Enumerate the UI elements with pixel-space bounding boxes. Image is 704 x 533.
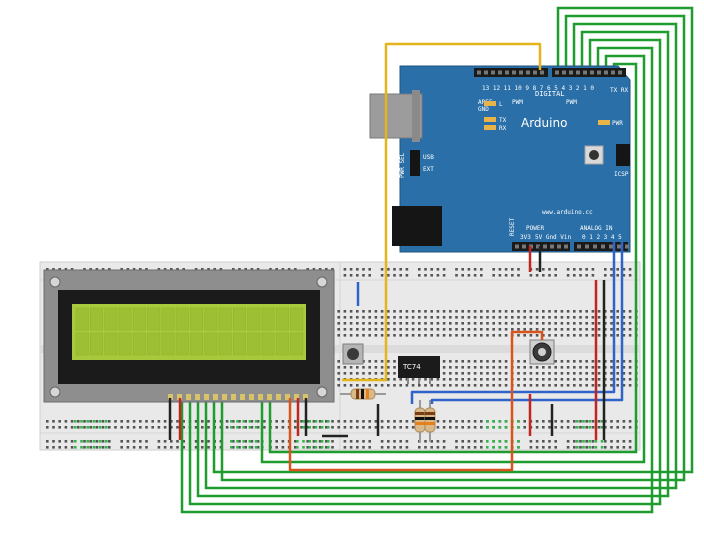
pwr-sel-label: PWR SEL [399, 152, 406, 178]
wire-blue-a5 [430, 242, 624, 404]
usb-label: USB [423, 154, 434, 161]
tc74-body [398, 356, 440, 378]
digital-header-low [552, 68, 626, 77]
arduino-url: www.arduino.cc [542, 209, 593, 216]
resistor-vertical-2 [424, 400, 436, 442]
green-wires [180, 6, 694, 514]
lcd-module [43, 269, 335, 403]
wire-green-rs [260, 54, 646, 464]
power-label: POWER [526, 225, 544, 232]
l-label: L [499, 101, 503, 108]
wire-yellow [342, 42, 542, 382]
power-pin-labels: 5V Gnd Vin [535, 234, 572, 241]
wire-green-e [268, 62, 638, 454]
txrx-pins: TX RX [610, 87, 628, 94]
ext-label: EXT [423, 166, 434, 173]
icsp-header [616, 144, 630, 166]
wire-orange-pot [288, 330, 544, 472]
analog-label: ANALOG IN [580, 225, 613, 232]
wire-green-d4 [204, 22, 678, 490]
icsp-label: ICSP [614, 171, 629, 178]
tx-label: TX [499, 117, 507, 124]
wire-green-d5 [196, 30, 670, 498]
wire-green-d12 [180, 46, 654, 514]
reset-label: RESET [509, 218, 516, 236]
push-button-cap [347, 348, 359, 360]
lcd-pin-header [168, 394, 308, 400]
tc74-sensor: TC74 [398, 356, 440, 384]
lcd-character-grid [75, 307, 304, 356]
wire-green-d2 [212, 6, 694, 474]
pwr-label: PWR [612, 120, 623, 127]
arduino-board: DIGITAL 13 12 11 10 9 8 7 6 5 4 3 2 1 0 … [369, 65, 631, 253]
v33-label: 3V3 [520, 234, 531, 241]
pwr-sel-jumper[interactable] [410, 150, 420, 176]
tc74-label: TC74 [402, 363, 421, 371]
pwm-label-2: PWM [566, 99, 577, 106]
rx-label: RX [499, 125, 507, 132]
resistor-horizontal [340, 388, 386, 400]
potentiometer[interactable] [529, 339, 555, 365]
reset-button-cap [589, 150, 599, 160]
wire-green-d3 [220, 14, 686, 482]
pwm-label-1: PWM [512, 99, 523, 106]
arduino-brand: Arduino [521, 116, 567, 130]
tx-led [484, 117, 496, 122]
digital-label: DIGITAL [535, 90, 565, 98]
power-jack [392, 206, 442, 246]
wire-green-d11 [188, 38, 662, 506]
digital-pin-numbers: 13 12 11 10 9 8 7 6 5 4 3 2 1 0 [482, 85, 594, 92]
digital-header-high [474, 68, 548, 77]
push-button[interactable] [342, 343, 364, 365]
breadboard-center-channel [40, 345, 640, 353]
gnd-label: GND [478, 106, 489, 113]
analog-pin-labels: 0 1 2 3 4 5 [582, 234, 622, 241]
rx-led [484, 125, 496, 130]
l-led [484, 101, 496, 106]
pwr-led [598, 120, 610, 125]
